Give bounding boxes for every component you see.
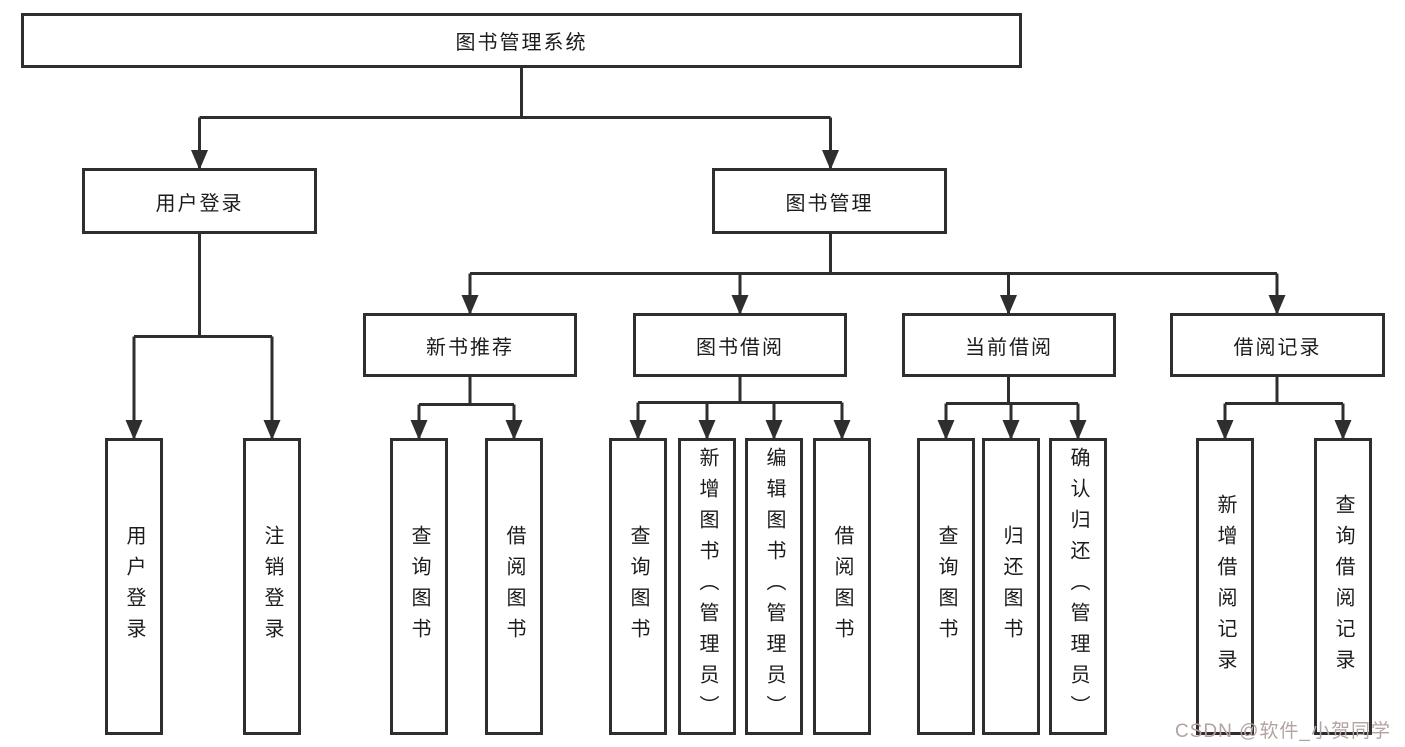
node-label: 新书推荐 [426,336,514,359]
node-current-borrowing: 当前借阅 [902,313,1116,377]
node-book-borrowing: 图书借阅 [633,313,847,377]
node-label: 图书管理 [785,192,874,215]
node-label: 借阅记录 [1233,336,1322,359]
node-label: 当前借阅 [965,336,1053,359]
leaf-label: 新增借阅记录 [1214,493,1236,680]
leaf-label: 归还图书 [1000,524,1022,649]
leaf-query-books-3: 查询图书 [917,438,975,735]
node-book-management: 图书管理 [712,168,947,234]
leaf-label: 编辑图书（管理员） [763,447,785,726]
node-label: 图书管理系统 [455,32,588,54]
leaf-borrow-books-1: 借阅图书 [485,438,543,735]
leaf-logout: 注销登录 [243,438,301,735]
leaf-borrow-books-2: 借阅图书 [813,438,871,735]
node-borrowing-records: 借阅记录 [1170,313,1385,377]
leaf-label: 借阅图书 [503,524,525,649]
node-new-book-recommendation: 新书推荐 [363,313,577,377]
leaf-add-books-admin: 新增图书（管理员） [678,438,736,735]
node-library-management-system: 图书管理系统 [21,13,1022,68]
leaf-user-login: 用户登录 [105,438,163,735]
leaf-label: 查询图书 [408,524,430,649]
leaf-label: 用户登录 [123,524,145,649]
leaf-label: 新增图书（管理员） [696,447,718,726]
leaf-return-books: 归还图书 [982,438,1040,735]
leaf-add-borrow-record: 新增借阅记录 [1196,438,1254,735]
node-label: 用户登录 [155,192,244,215]
leaf-label: 查询图书 [627,524,649,649]
leaf-query-books-2: 查询图书 [609,438,667,735]
csdn-watermark: CSDN @软件_小贺同学 [1175,721,1391,742]
leaf-label: 确认归还（管理员） [1067,447,1089,726]
node-user-login: 用户登录 [82,168,317,234]
leaf-label: 借阅图书 [831,524,853,649]
leaf-query-books-1: 查询图书 [390,438,448,735]
node-label: 图书借阅 [696,336,784,359]
leaf-edit-books-admin: 编辑图书（管理员） [745,438,803,735]
leaf-confirm-return-admin: 确认归还（管理员） [1049,438,1107,735]
leaf-label: 查询图书 [935,524,957,649]
leaf-label: 注销登录 [261,524,283,649]
leaf-query-borrow-record: 查询借阅记录 [1314,438,1372,735]
leaf-label: 查询借阅记录 [1332,493,1354,680]
